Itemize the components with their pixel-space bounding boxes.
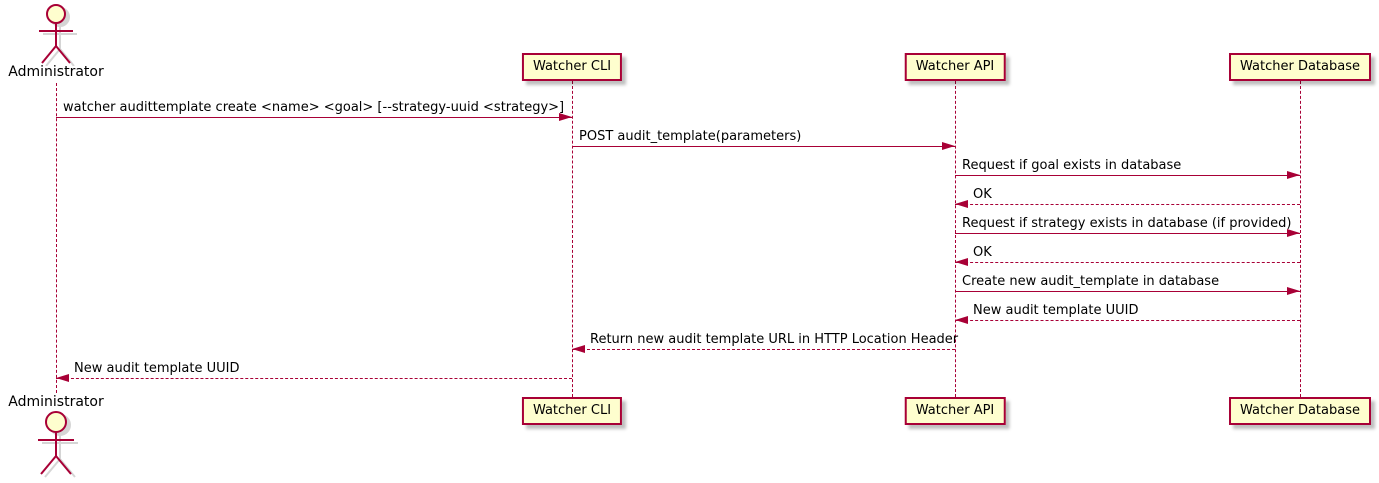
lifeline-administrator bbox=[56, 83, 57, 393]
message-arrowhead-6 bbox=[1287, 287, 1300, 295]
message-arrowhead-1 bbox=[942, 142, 955, 150]
message-label-4: Request if strategy exists in database (… bbox=[962, 216, 1292, 231]
message-line-9 bbox=[56, 378, 572, 379]
lifeline-watcher-cli bbox=[572, 81, 573, 397]
message-label-1: POST audit_template(parameters) bbox=[579, 129, 802, 144]
participant-watcher-database-bottom: Watcher Database bbox=[1229, 397, 1371, 425]
participant-watcher-api-bottom: Watcher API bbox=[904, 397, 1006, 425]
administrator-actor-icon bbox=[30, 4, 82, 70]
message-arrowhead-9 bbox=[56, 374, 69, 382]
message-label-2: Request if goal exists in database bbox=[962, 158, 1182, 173]
message-arrowhead-4 bbox=[1287, 229, 1300, 237]
message-line-0 bbox=[56, 117, 572, 118]
message-arrowhead-8 bbox=[572, 345, 585, 353]
message-label-5: OK bbox=[973, 245, 992, 260]
message-arrowhead-3 bbox=[955, 200, 968, 208]
lifeline-watcher-api bbox=[955, 81, 956, 397]
participant-watcher-cli-top: Watcher CLI bbox=[521, 53, 623, 81]
lifeline-watcher-database bbox=[1300, 81, 1301, 397]
message-arrowhead-7 bbox=[955, 316, 968, 324]
message-label-0: watcher audittemplate create <name> <goa… bbox=[63, 100, 565, 115]
administrator-label-top: Administrator bbox=[8, 64, 104, 80]
message-arrowhead-2 bbox=[1287, 171, 1300, 179]
message-line-3 bbox=[955, 204, 1300, 205]
participant-watcher-api-top: Watcher API bbox=[904, 53, 1006, 81]
message-line-2 bbox=[955, 175, 1300, 176]
stick-figure-icon bbox=[39, 4, 77, 67]
administrator-actor-icon-bottom bbox=[30, 410, 82, 482]
message-label-9: New audit template UUID bbox=[74, 361, 240, 376]
message-line-7 bbox=[955, 320, 1300, 321]
message-line-5 bbox=[955, 262, 1300, 263]
message-line-8 bbox=[572, 349, 955, 350]
message-arrowhead-0 bbox=[559, 113, 572, 121]
participant-watcher-cli-bottom: Watcher CLI bbox=[521, 397, 623, 425]
participant-watcher-database-top: Watcher Database bbox=[1229, 53, 1371, 81]
message-arrowhead-5 bbox=[955, 258, 968, 266]
message-label-3: OK bbox=[973, 187, 992, 202]
message-line-1 bbox=[572, 146, 955, 147]
message-label-8: Return new audit template URL in HTTP Lo… bbox=[590, 332, 959, 347]
administrator-label-bottom: Administrator bbox=[8, 394, 104, 410]
message-line-4 bbox=[955, 233, 1300, 234]
message-label-6: Create new audit_template in database bbox=[962, 274, 1220, 289]
stick-figure-icon bbox=[38, 411, 78, 478]
message-label-7: New audit template UUID bbox=[973, 303, 1139, 318]
message-line-6 bbox=[955, 291, 1300, 292]
